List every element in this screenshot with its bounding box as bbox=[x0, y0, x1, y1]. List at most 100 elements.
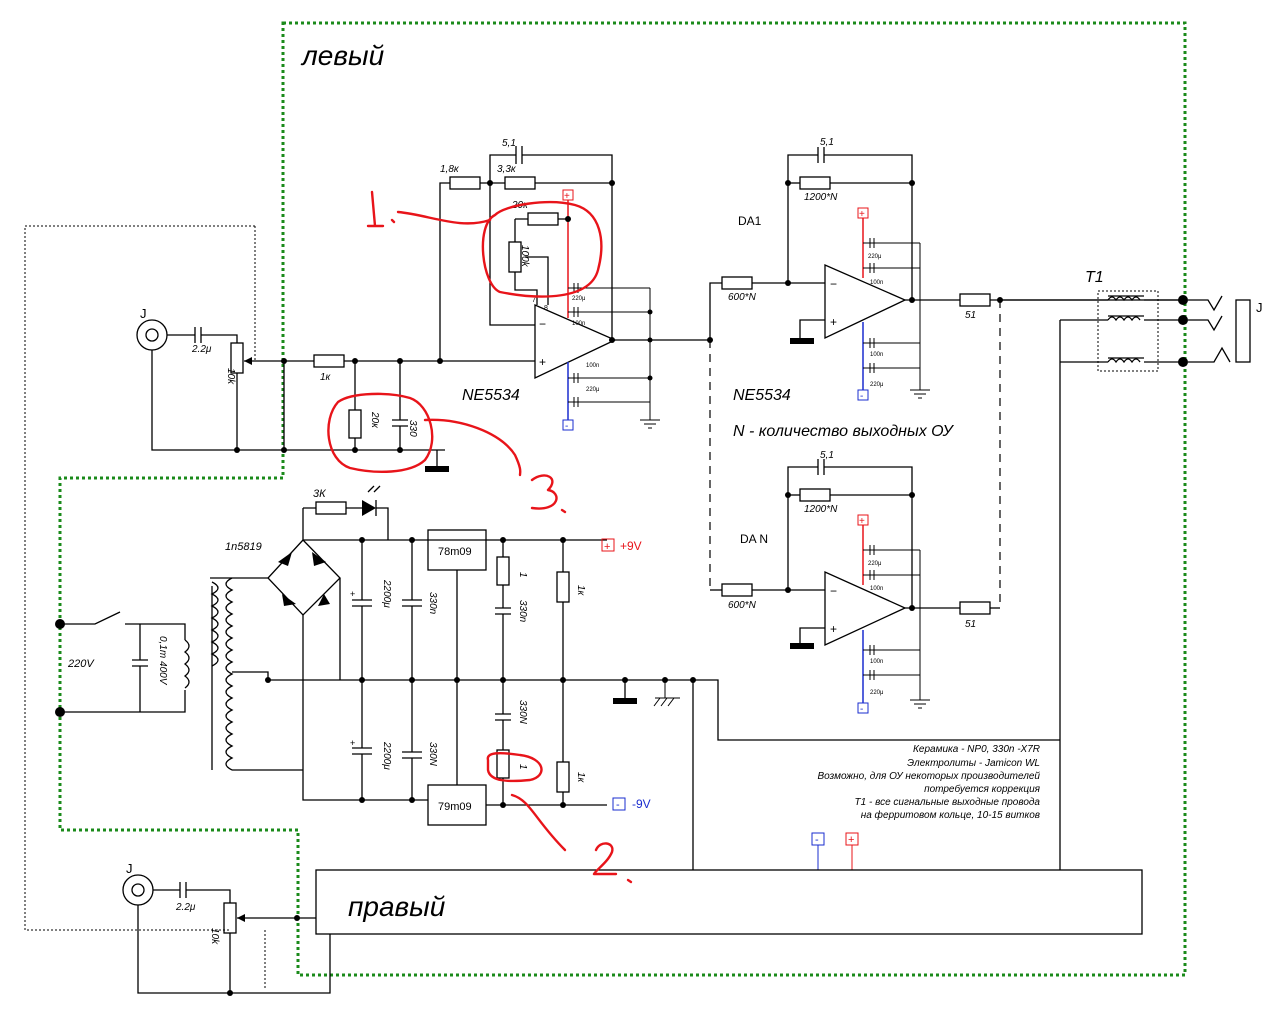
svg-text:330: 330 bbox=[407, 420, 418, 437]
svg-text:-: - bbox=[815, 834, 819, 846]
svg-text:5,1: 5,1 bbox=[502, 138, 516, 149]
r-3k bbox=[315, 501, 347, 515]
svg-text:J: J bbox=[126, 861, 133, 876]
svg-text:+: + bbox=[848, 834, 854, 846]
plus-9v-label: +9V bbox=[620, 539, 642, 553]
svg-text:330N: 330N bbox=[427, 742, 438, 767]
right-channel-block bbox=[315, 869, 1143, 935]
svg-text:100n: 100n bbox=[870, 280, 883, 286]
svg-text:3,3к: 3,3к bbox=[497, 164, 517, 175]
svg-text:Возможно, для ОУ некоторых про: Возможно, для ОУ некоторых производителе… bbox=[817, 771, 1040, 782]
svg-text:2200μ: 2200μ bbox=[381, 579, 392, 608]
bridge-rectifier bbox=[267, 539, 341, 616]
svg-text:1,8к: 1,8к bbox=[440, 164, 460, 175]
diode-label: 1n5819 bbox=[225, 541, 262, 553]
svg-text:J: J bbox=[140, 306, 147, 321]
r-600-dan bbox=[721, 583, 753, 597]
left-channel-title: левый bbox=[300, 40, 385, 71]
svg-text:8: 8 bbox=[544, 305, 548, 312]
svg-text:потребуется коррекция: потребуется коррекция bbox=[924, 783, 1041, 795]
svg-text:-: - bbox=[860, 704, 863, 715]
opamp-da1 bbox=[824, 264, 907, 340]
svg-text:+: + bbox=[539, 355, 546, 369]
svg-text:100n: 100n bbox=[586, 363, 599, 369]
svg-text:Керамика - NP0, 330n -X7R: Керамика - NP0, 330n -X7R bbox=[913, 744, 1040, 755]
opamp-2-label: NE5534 bbox=[733, 387, 791, 404]
svg-text:220μ: 220μ bbox=[870, 382, 884, 388]
right-channel-title: правый bbox=[348, 891, 446, 922]
svg-text:3К: 3К bbox=[313, 488, 326, 500]
jack-out bbox=[1235, 299, 1251, 363]
svg-text:330N: 330N bbox=[517, 700, 528, 725]
svg-text:51: 51 bbox=[965, 310, 976, 321]
svg-text:J: J bbox=[1256, 300, 1263, 315]
svg-text:10k: 10k bbox=[209, 928, 220, 945]
svg-text:51: 51 bbox=[965, 619, 976, 630]
svg-text:1к: 1к bbox=[575, 772, 586, 784]
annotation-2: 2. bbox=[486, 751, 633, 884]
svg-text:7: 7 bbox=[532, 297, 536, 304]
svg-text:+: + bbox=[830, 315, 837, 329]
svg-text:+: + bbox=[604, 541, 610, 553]
svg-text:330n: 330n bbox=[517, 600, 528, 623]
svg-text:100k: 100k bbox=[519, 245, 530, 268]
svg-text:0,1m 400V: 0,1m 400V bbox=[157, 636, 168, 686]
svg-text:100n: 100n bbox=[870, 352, 883, 358]
svg-text:-: - bbox=[860, 391, 863, 402]
svg-text:100n: 100n bbox=[870, 586, 883, 592]
da1-label: DA1 bbox=[738, 214, 762, 228]
svg-text:−: − bbox=[539, 317, 546, 331]
annotation-1: 1. bbox=[366, 190, 603, 298]
svg-text:+: + bbox=[830, 622, 837, 636]
ground-bar-1 bbox=[425, 466, 449, 472]
jack-left: J bbox=[136, 306, 168, 351]
svg-text:220μ: 220μ bbox=[868, 561, 882, 567]
r-shunt bbox=[348, 409, 362, 439]
svg-text:330n: 330n bbox=[427, 592, 438, 615]
svg-text:Электролиты - Jamicon WL: Электролиты - Jamicon WL bbox=[907, 758, 1040, 769]
svg-text:220μ: 220μ bbox=[870, 690, 884, 696]
annotation-3: 3. bbox=[327, 392, 567, 514]
r-feedback-2 bbox=[504, 176, 536, 190]
t1-box bbox=[1097, 290, 1159, 372]
jack-right: J bbox=[122, 861, 154, 906]
svg-text:на ферритовом кольце, 10-15 ви: на ферритовом кольце, 10-15 витков bbox=[861, 809, 1040, 821]
led bbox=[362, 500, 376, 516]
r-feedback-1 bbox=[449, 176, 481, 190]
cap-input-label: 2.2μ bbox=[191, 344, 212, 355]
svg-text:1200*N: 1200*N bbox=[804, 192, 838, 203]
svg-text:−: − bbox=[830, 277, 837, 291]
mains-label: 220V bbox=[67, 658, 95, 670]
svg-text:+: + bbox=[859, 209, 865, 220]
svg-text:T1 - все сигнальные выходные п: T1 - все сигнальные выходные провода bbox=[855, 797, 1041, 808]
svg-text:220μ: 220μ bbox=[868, 254, 882, 260]
svg-text:600*N: 600*N bbox=[728, 600, 757, 611]
r-600-da1 bbox=[721, 276, 753, 290]
svg-text:-: - bbox=[565, 421, 568, 432]
svg-text:100n: 100n bbox=[870, 659, 883, 665]
opamp-1 bbox=[534, 304, 617, 380]
r-1200-dan bbox=[799, 488, 831, 502]
pot-right bbox=[223, 902, 237, 934]
svg-text:2.2μ: 2.2μ bbox=[175, 902, 196, 913]
minus-9v-label: -9V bbox=[632, 797, 651, 811]
svg-text:10k: 10k bbox=[225, 368, 236, 385]
svg-text:+: + bbox=[564, 191, 570, 202]
svg-text:2200μ: 2200μ bbox=[381, 741, 392, 770]
svg-text:220μ: 220μ bbox=[572, 296, 586, 302]
svg-text:20к: 20к bbox=[369, 411, 380, 429]
svg-text:220μ: 220μ bbox=[586, 387, 600, 393]
svg-text:+: + bbox=[350, 738, 355, 748]
dan-label: DA N bbox=[740, 532, 768, 546]
svg-text:79m09: 79m09 bbox=[438, 801, 472, 813]
svg-text:5,1: 5,1 bbox=[820, 450, 834, 461]
n-note: N - количество выходных ОУ bbox=[733, 423, 955, 440]
opamp-dan bbox=[824, 570, 907, 647]
svg-text:1: 1 bbox=[517, 572, 528, 578]
shield-boundary bbox=[58, 21, 1187, 977]
r-1200-da1 bbox=[799, 176, 831, 190]
t1-label: T1 bbox=[1085, 269, 1104, 286]
svg-text:+: + bbox=[859, 516, 865, 527]
svg-text:600*N: 600*N bbox=[728, 292, 757, 303]
